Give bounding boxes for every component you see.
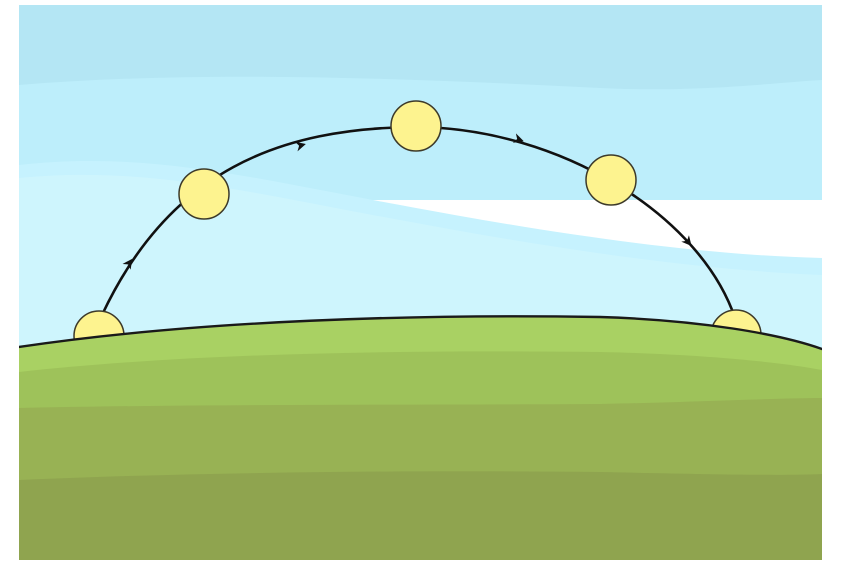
- sun-icon: [178, 168, 230, 220]
- sun-icon: [585, 154, 637, 206]
- ground: [19, 315, 822, 560]
- sun-icon: [390, 100, 442, 152]
- sky-band-3: [19, 174, 822, 360]
- sky: [19, 5, 822, 360]
- hill-dark-2: [19, 471, 822, 560]
- horizon-line: [19, 315, 822, 351]
